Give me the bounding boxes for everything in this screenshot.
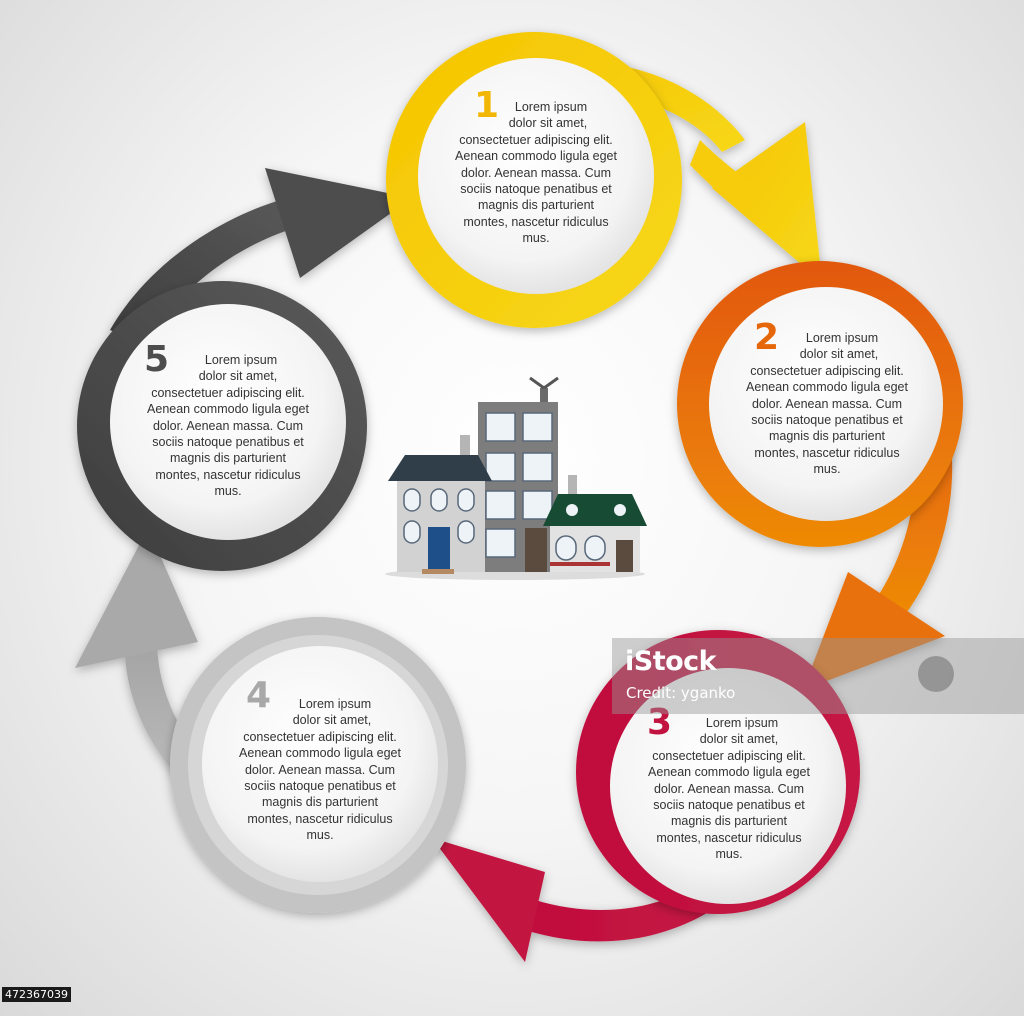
step-3-line: Lorem ipsum (705, 716, 779, 730)
step-2-line: Lorem ipsum (805, 331, 879, 345)
step-3-line: mus. (715, 847, 743, 862)
step-4-line: consectetuer adipiscing elit. (243, 729, 397, 744)
step-2-line: sociis natoque penatibus et (751, 413, 903, 428)
watermark-logo: iStock (625, 646, 717, 677)
step-5-line: dolor. Aenean massa. Cum (152, 418, 304, 433)
step-3: 3 Lorem ipsum dolor sit amet, consectetu… (611, 669, 847, 905)
step-1: 1 Lorem ipsum dolor sit amet, consectetu… (418, 58, 654, 294)
step-3-text: Lorem ipsum dolor sit amet, consectetuer… (611, 715, 847, 863)
step-2-line: consectetuer adipiscing elit. (750, 363, 904, 378)
step-2-line: Aenean commodo ligula eget (746, 380, 908, 395)
step-3-line: sociis natoque penatibus et (653, 798, 805, 813)
step-4-line: mus. (306, 828, 334, 843)
watermark-band (612, 638, 1024, 714)
step-4-line: montes, nascetur ridiculus (247, 811, 393, 826)
watermark-circle-icon (918, 656, 954, 692)
step-4-line: Lorem ipsum (298, 697, 372, 711)
step-2-line: dolor. Aenean massa. Cum (751, 396, 903, 411)
buildings-icon (385, 376, 647, 580)
step-4-line: Aenean commodo ligula eget (239, 746, 401, 761)
step-2: 2 Lorem ipsum dolor sit amet, consectetu… (710, 288, 944, 522)
step-1-line: sociis natoque penatibus et (460, 182, 612, 197)
step-2-line: montes, nascetur ridiculus (754, 445, 900, 460)
step-3-number: 3 (647, 702, 673, 743)
watermark-credit: Credit: yganko (626, 684, 736, 702)
ring-1 (386, 32, 682, 328)
step-5-number: 5 (144, 339, 170, 380)
step-5-line: dolor sit amet, (198, 369, 278, 384)
step-2-number: 2 (754, 317, 780, 358)
step-1-line: montes, nascetur ridiculus (463, 214, 609, 229)
ring-3 (576, 630, 860, 914)
step-4-line: magnis dis parturient (261, 795, 379, 810)
step-1-text: Lorem ipsum dolor sit amet, consectetuer… (418, 99, 654, 247)
step-1-line: Aenean commodo ligula eget (455, 149, 617, 164)
step-2-line: dolor sit amet, (799, 347, 879, 362)
step-5: 5 Lorem ipsum dolor sit amet, consectetu… (110, 304, 346, 540)
step-4: 4 Lorem ipsum dolor sit amet, consectetu… (202, 646, 438, 882)
step-3-line: dolor. Aenean massa. Cum (653, 781, 805, 796)
step-3-line: consectetuer adipiscing elit. (652, 748, 806, 763)
step-1-line: dolor sit amet, (508, 116, 588, 131)
step-3-line: dolor sit amet, (699, 732, 779, 747)
step-5-text: Lorem ipsum dolor sit amet, consectetuer… (110, 352, 346, 500)
step-2-text: Lorem ipsum dolor sit amet, consectetuer… (710, 330, 944, 478)
step-5-line: Aenean commodo ligula eget (147, 402, 309, 417)
step-5-line: montes, nascetur ridiculus (155, 467, 301, 482)
ring-5 (77, 281, 367, 571)
step-2-line: mus. (813, 462, 841, 477)
step-4-text: Lorem ipsum dolor sit amet, consectetuer… (202, 696, 438, 844)
step-1-line: magnis dis parturient (477, 198, 595, 213)
step-4-line: dolor. Aenean massa. Cum (244, 762, 396, 777)
step-3-line: magnis dis parturient (670, 814, 788, 829)
ring-4 (170, 617, 466, 913)
step-3-line: montes, nascetur ridiculus (656, 830, 802, 845)
step-5-line: consectetuer adipiscing elit. (151, 385, 305, 400)
step-1-line: consectetuer adipiscing elit. (459, 132, 613, 147)
step-5-line: sociis natoque penatibus et (152, 435, 304, 450)
step-4-number: 4 (246, 675, 272, 716)
step-1-line: dolor. Aenean massa. Cum (460, 165, 612, 180)
step-2-line: magnis dis parturient (768, 429, 886, 444)
image-id: 472367039 (2, 987, 71, 1002)
step-5-line: magnis dis parturient (169, 451, 287, 466)
step-3-line: Aenean commodo ligula eget (648, 765, 810, 780)
arrow-red (432, 838, 720, 962)
step-5-line: Lorem ipsum (204, 353, 278, 367)
step-1-line: mus. (522, 231, 550, 246)
step-1-number: 1 (474, 85, 500, 126)
ring-2 (677, 261, 963, 547)
step-4-line: sociis natoque penatibus et (244, 779, 396, 794)
step-4-line: dolor sit amet, (292, 713, 372, 728)
step-5-line: mus. (214, 484, 242, 499)
step-1-line: Lorem ipsum (514, 100, 588, 114)
